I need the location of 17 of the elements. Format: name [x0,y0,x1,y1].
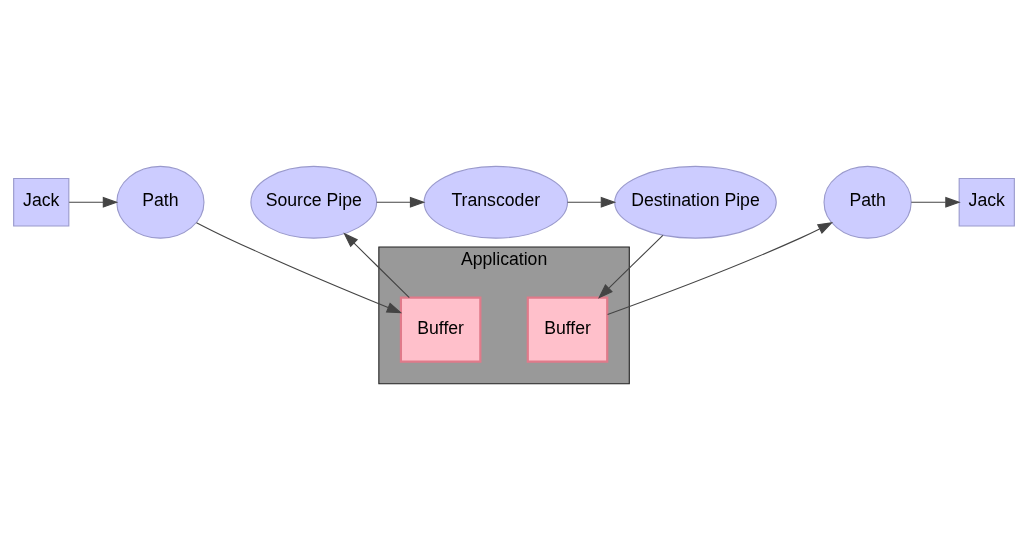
node-box: Jack [13,178,70,227]
node-box: Buffer [526,296,609,363]
arrow [195,222,403,314]
node-ellipse: Transcoder [423,165,569,239]
node-ellipse: Source Pipe [250,165,378,239]
node-ellipse: Destination Pipe [614,165,777,239]
arrow [343,232,410,299]
node-ellipse: Path [823,165,912,239]
arrow [567,196,617,208]
arrow [607,222,834,316]
arrow [598,234,664,299]
arrow [910,196,961,208]
arrow [376,196,426,208]
node-box: Buffer [399,296,482,363]
node-ellipse: Path [116,165,205,239]
arrow [68,196,119,208]
node-box: Jack [958,178,1015,227]
